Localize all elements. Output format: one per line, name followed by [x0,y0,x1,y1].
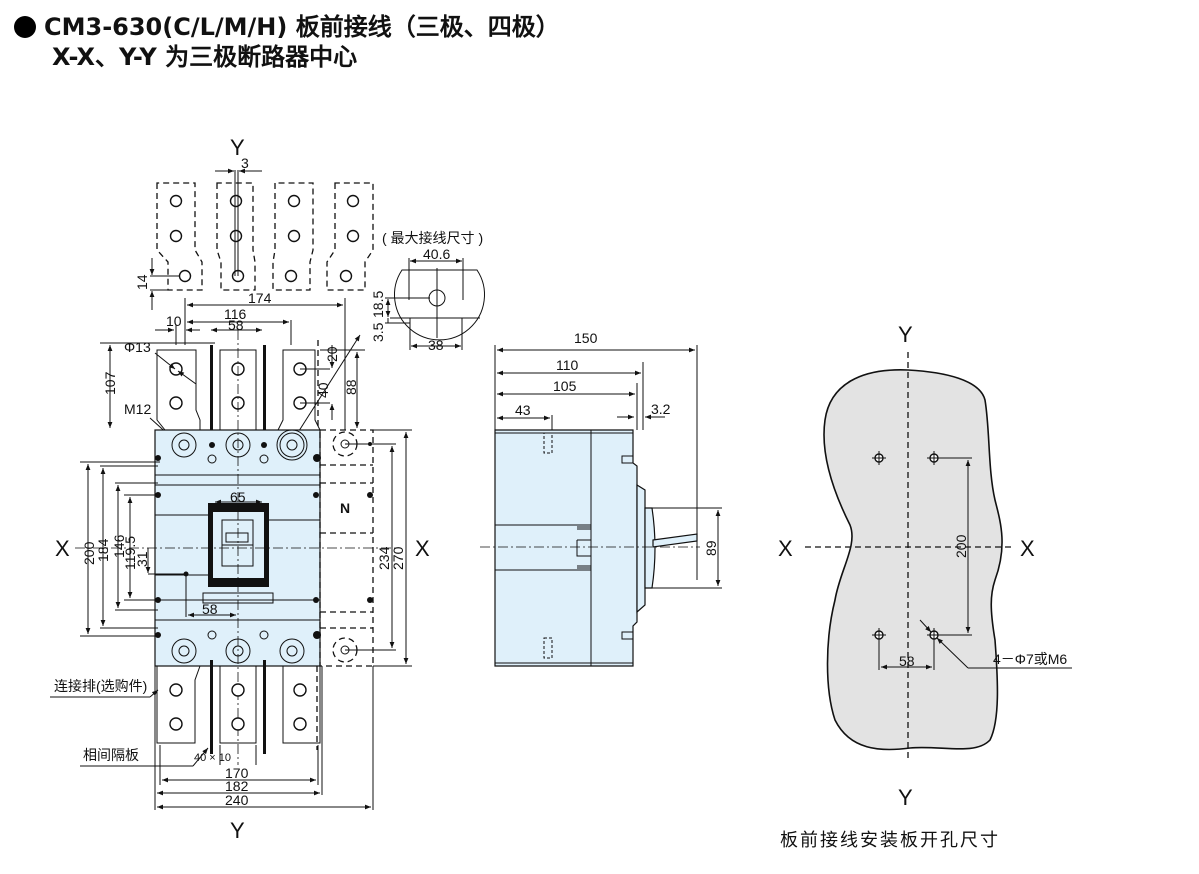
dim-height-270: 270 [390,546,406,570]
dim-height-107: 107 [102,371,118,395]
dim-width-10: 10 [166,313,182,329]
max-wiring-detail [385,258,485,350]
axis-y-bottom-label: Y [230,818,245,843]
axis-y-top-label: Y [230,135,245,160]
dim-width-116: 116 [224,306,247,322]
dim-height-234: 234 [376,546,392,570]
separator-label: 相间隔板 [83,747,139,763]
title-subtitle: X-X、Y-Y 为三极断路器中心 [52,43,358,71]
title-main: CM3-630(C/L/M/H) 板前接线（三极、四极） [44,13,560,41]
dim-handle-89: 89 [703,540,719,556]
panel-hole-label: 4－Φ7或M6 [993,651,1067,667]
dim-width-58-top: 58 [228,317,244,333]
max-busbar-outlines [156,170,374,291]
panel-dim-200: 200 [953,534,969,558]
panel-caption: 板前接线安装板开孔尺寸 [780,830,1000,851]
dim-max-width-40-6: 40.6 [423,246,450,262]
dim-width-174: 174 [248,290,272,306]
operating-handle [202,503,274,604]
label-m12: M12 [124,401,151,417]
panel-axis-y-top: Y [898,322,913,347]
dim-width-182: 182 [225,778,249,794]
dim-hole-offset: 14 [134,274,150,290]
dim-busbar-size: 40 × 10 [194,752,231,764]
axis-x-left-label: X [55,536,70,561]
dim-depth-150: 150 [574,330,598,346]
max-wiring-label: ( 最大接线尺寸 ) [382,230,483,246]
dim-width-58-mid: 58 [202,601,218,617]
dim-width-170: 170 [225,765,249,781]
page-title: CM3-630(C/L/M/H) 板前接线（三极、四极） X-X、Y-Y 为三极… [14,12,560,72]
installed-busbars-top [156,340,321,431]
dim-height-200: 200 [81,541,97,565]
dim-height-146: 146 [111,534,127,558]
dim-max-width-38: 38 [428,337,444,353]
label-phi13: Φ13 [124,339,151,355]
neutral-label: N [340,500,350,516]
dim-depth-110: 110 [556,357,579,373]
panel-axis-x-right: X [1020,536,1035,561]
panel-axis-y-bottom: Y [898,785,913,810]
dim-max-18-5: 18.5 [370,291,386,318]
dim-height-184: 184 [95,538,111,562]
panel-dim-58: 58 [899,653,915,669]
dim-busbar-gap: 3 [241,155,249,171]
breaker-body-side [494,429,638,667]
dim-flange-3-2: 3.2 [651,401,671,417]
installed-busbars-bottom [156,660,321,754]
filled-circle-icon [14,16,36,38]
panel-cutout-view: Y Y X X 200 58 4－Φ7或M6 [778,322,1072,810]
dim-height-31: 31 [134,551,150,567]
panel-axis-x-left: X [778,536,793,561]
axis-x-right-label: X [415,536,430,561]
dim-height-119-5: 119.5 [122,536,138,570]
dim-height-20: 20 [324,346,340,362]
mounting-panel [823,369,1003,751]
dim-depth-105: 105 [553,378,577,394]
dim-max-3-5: 3.5 [370,322,386,342]
connector-label: 连接排(选购件) [54,678,147,694]
front-view: Y 3 14 ( 最大接线尺寸 ) 40.6 18.5 3.5 [50,135,485,843]
dim-height-88: 88 [343,379,359,395]
mounting-holes [872,451,941,642]
dim-width-240: 240 [225,792,249,808]
side-view: 150 110 105 43 3.2 89 [480,330,722,667]
dim-depth-43: 43 [515,402,531,418]
